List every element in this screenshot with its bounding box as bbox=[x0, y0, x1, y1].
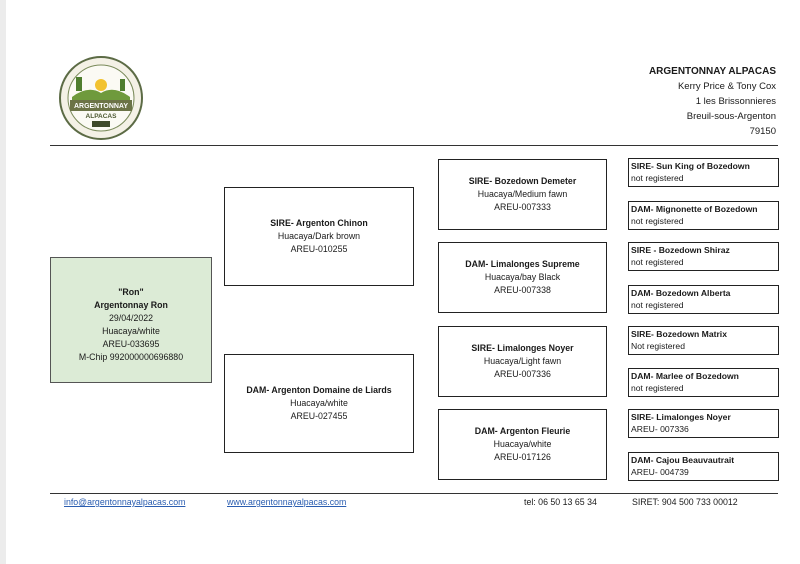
company-postcode: 79150 bbox=[749, 126, 776, 137]
grandparent-title: SIRE- Bozedown Demeter bbox=[468, 176, 577, 186]
gg-title: DAM- Bozedown Alberta bbox=[631, 288, 731, 298]
grandparent-type: Huacaya/bay Black bbox=[484, 272, 561, 282]
grandparent-type: Huacaya/Light fawn bbox=[483, 356, 562, 366]
footer-phone: tel: 06 50 13 65 34 bbox=[524, 497, 597, 507]
grandparent-box: DAM- Limalonges Supreme Huacaya/bay Blac… bbox=[438, 242, 607, 313]
grandparent-box: DAM- Argenton Fleurie Huacaya/white AREU… bbox=[438, 409, 607, 480]
grandparent-title: SIRE- Limalonges Noyer bbox=[471, 343, 574, 353]
grandparent-title: DAM- Limalonges Supreme bbox=[465, 259, 580, 269]
great-grandparent-box: SIRE - Bozedown Shiraz not registered bbox=[628, 242, 779, 271]
gg-info: not registered bbox=[631, 173, 684, 183]
grandparent-box: SIRE- Bozedown Demeter Huacaya/Medium fa… bbox=[438, 159, 607, 230]
subject-nickname: "Ron" bbox=[118, 287, 144, 297]
gg-title: DAM- Cajou Beauvautrait bbox=[631, 455, 735, 465]
logo-line1: ARGENTONNAY bbox=[74, 103, 128, 110]
grandparent-type: Huacaya/Medium fawn bbox=[477, 189, 568, 199]
gg-info: not registered bbox=[631, 383, 684, 393]
email-link[interactable]: info@argentonnayalpacas.com bbox=[64, 497, 186, 507]
company-address: ARGENTONNAY ALPACAS Kerry Price & Tony C… bbox=[649, 64, 776, 139]
subject-type: Huacaya/white bbox=[102, 326, 160, 336]
dam-title: DAM- Argenton Domaine de Liards bbox=[246, 385, 392, 395]
great-grandparent-box: SIRE- Sun King of Bozedown not registere… bbox=[628, 158, 779, 187]
gg-title: SIRE- Limalonges Noyer bbox=[631, 412, 731, 422]
website-link[interactable]: www.argentonnayalpacas.com bbox=[227, 497, 347, 507]
company-owners: Kerry Price & Tony Cox bbox=[677, 81, 776, 92]
sire-box: SIRE- Argenton Chinon Huacaya/Dark brown… bbox=[224, 187, 414, 286]
gg-info: not registered bbox=[631, 216, 684, 226]
dam-box: DAM- Argenton Domaine de Liards Huacaya/… bbox=[224, 354, 414, 453]
grandparent-box: SIRE- Limalonges Noyer Huacaya/Light faw… bbox=[438, 326, 607, 397]
grandparent-reg: AREU-007338 bbox=[494, 285, 551, 295]
company-address1: 1 les Brissonnieres bbox=[695, 96, 776, 107]
grandparent-title: DAM- Argenton Fleurie bbox=[474, 426, 571, 436]
great-grandparent-box: DAM- Marlee of Bozedown not registered bbox=[628, 368, 779, 397]
great-grandparent-box: DAM- Cajou Beauvautrait AREU- 004739 bbox=[628, 452, 779, 481]
company-address2: Breuil-sous-Argenton bbox=[686, 111, 776, 122]
dam-type: Huacaya/white bbox=[290, 398, 348, 408]
grandparent-reg: AREU-017126 bbox=[494, 452, 551, 462]
gg-info: Not registered bbox=[631, 341, 685, 351]
page-edge bbox=[0, 0, 6, 564]
gg-title: SIRE- Sun King of Bozedown bbox=[631, 161, 750, 171]
company-name: ARGENTONNAY ALPACAS bbox=[648, 66, 776, 77]
footer-rule bbox=[50, 493, 778, 494]
header-rule bbox=[50, 145, 778, 146]
gg-title: DAM- Marlee of Bozedown bbox=[631, 371, 739, 381]
gg-info: not registered bbox=[631, 300, 684, 310]
gg-title: DAM- Mignonette of Bozedown bbox=[631, 204, 758, 214]
great-grandparent-box: SIRE- Limalonges Noyer AREU- 007336 bbox=[628, 409, 779, 438]
footer-siret: SIRET: 904 500 733 00012 bbox=[632, 497, 738, 507]
subject-name: Argentonnay Ron bbox=[94, 300, 168, 310]
argentonnay-logo: ARGENTONNAY ALPACAS bbox=[58, 55, 144, 141]
gg-title: SIRE - Bozedown Shiraz bbox=[631, 245, 730, 255]
great-grandparent-box: DAM- Mignonette of Bozedown not register… bbox=[628, 201, 779, 230]
subject-box: "Ron" Argentonnay Ron 29/04/2022 Huacaya… bbox=[50, 257, 212, 383]
dam-reg: AREU-027455 bbox=[290, 411, 348, 421]
grandparent-reg: AREU-007336 bbox=[494, 369, 551, 379]
sire-type: Huacaya/Dark brown bbox=[277, 231, 361, 241]
grandparent-type: Huacaya/white bbox=[493, 439, 552, 449]
gg-title: SIRE- Bozedown Matrix bbox=[631, 329, 727, 339]
sire-reg: AREU-010255 bbox=[290, 244, 348, 254]
logo-line2: ALPACAS bbox=[86, 113, 118, 120]
gg-info: AREU- 007336 bbox=[631, 424, 689, 434]
sire-title: SIRE- Argenton Chinon bbox=[270, 218, 368, 228]
subject-dob: 29/04/2022 bbox=[108, 313, 154, 323]
subject-reg: AREU-033695 bbox=[102, 339, 160, 349]
gg-info: not registered bbox=[631, 257, 684, 267]
great-grandparent-box: SIRE- Bozedown Matrix Not registered bbox=[628, 326, 779, 355]
grandparent-reg: AREU-007333 bbox=[494, 202, 551, 212]
gg-info: AREU- 004739 bbox=[631, 467, 689, 477]
subject-chip: M-Chip 992000000696880 bbox=[78, 352, 184, 362]
great-grandparent-box: DAM- Bozedown Alberta not registered bbox=[628, 285, 779, 314]
